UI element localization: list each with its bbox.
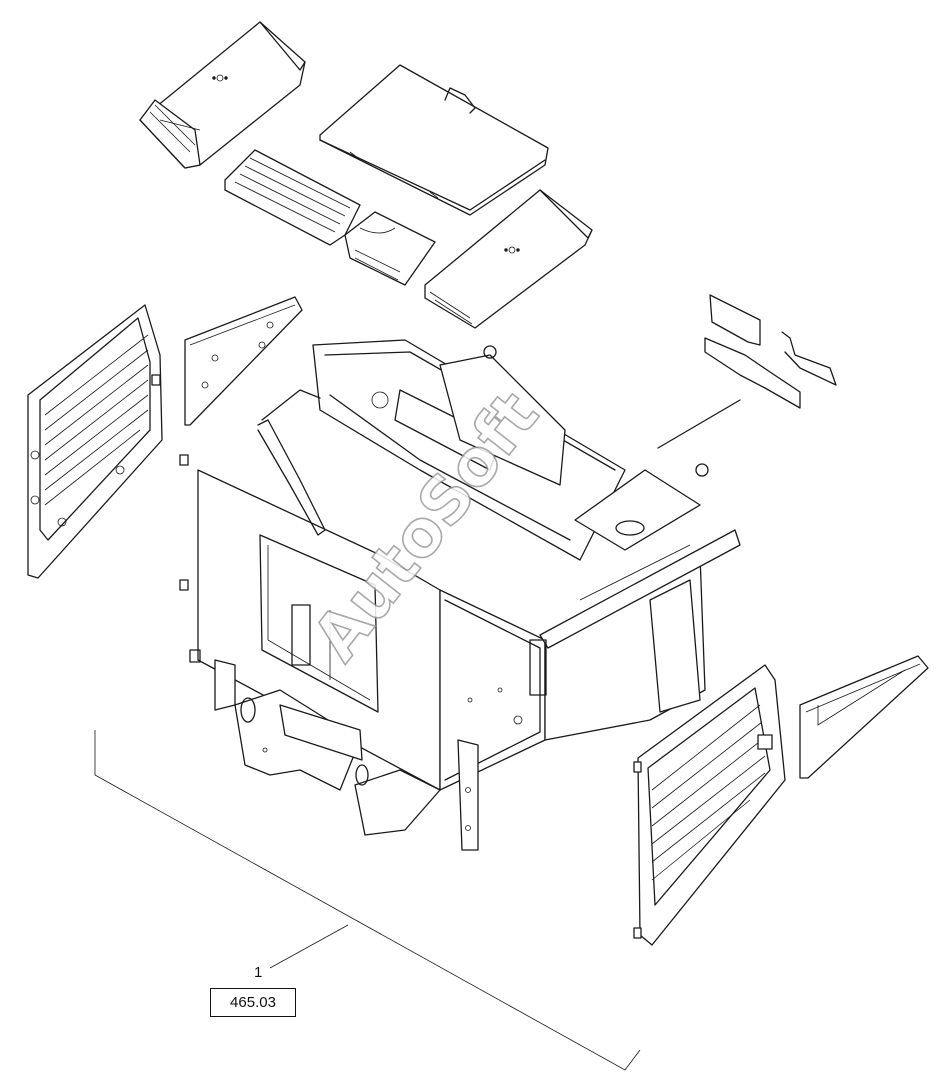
- left-louvered-door: [27, 304, 163, 579]
- main-frame-body: [179, 339, 741, 851]
- top-center-lid: [319, 64, 549, 216]
- callout-bracket: [94, 730, 641, 1071]
- left-side-panel: [184, 296, 303, 426]
- top-right-hood-cover: [424, 189, 593, 329]
- reference-label-box[interactable]: 465.03: [210, 988, 296, 1017]
- right-louvered-door: [633, 664, 786, 946]
- right-side-panel: [799, 655, 929, 779]
- gasket-strips: [657, 294, 837, 449]
- reference-label: 465.03: [230, 994, 276, 1011]
- top-left-hood-cover: [139, 21, 306, 169]
- callout-item-number: 1: [254, 964, 263, 981]
- center-grille-tray: [224, 149, 436, 286]
